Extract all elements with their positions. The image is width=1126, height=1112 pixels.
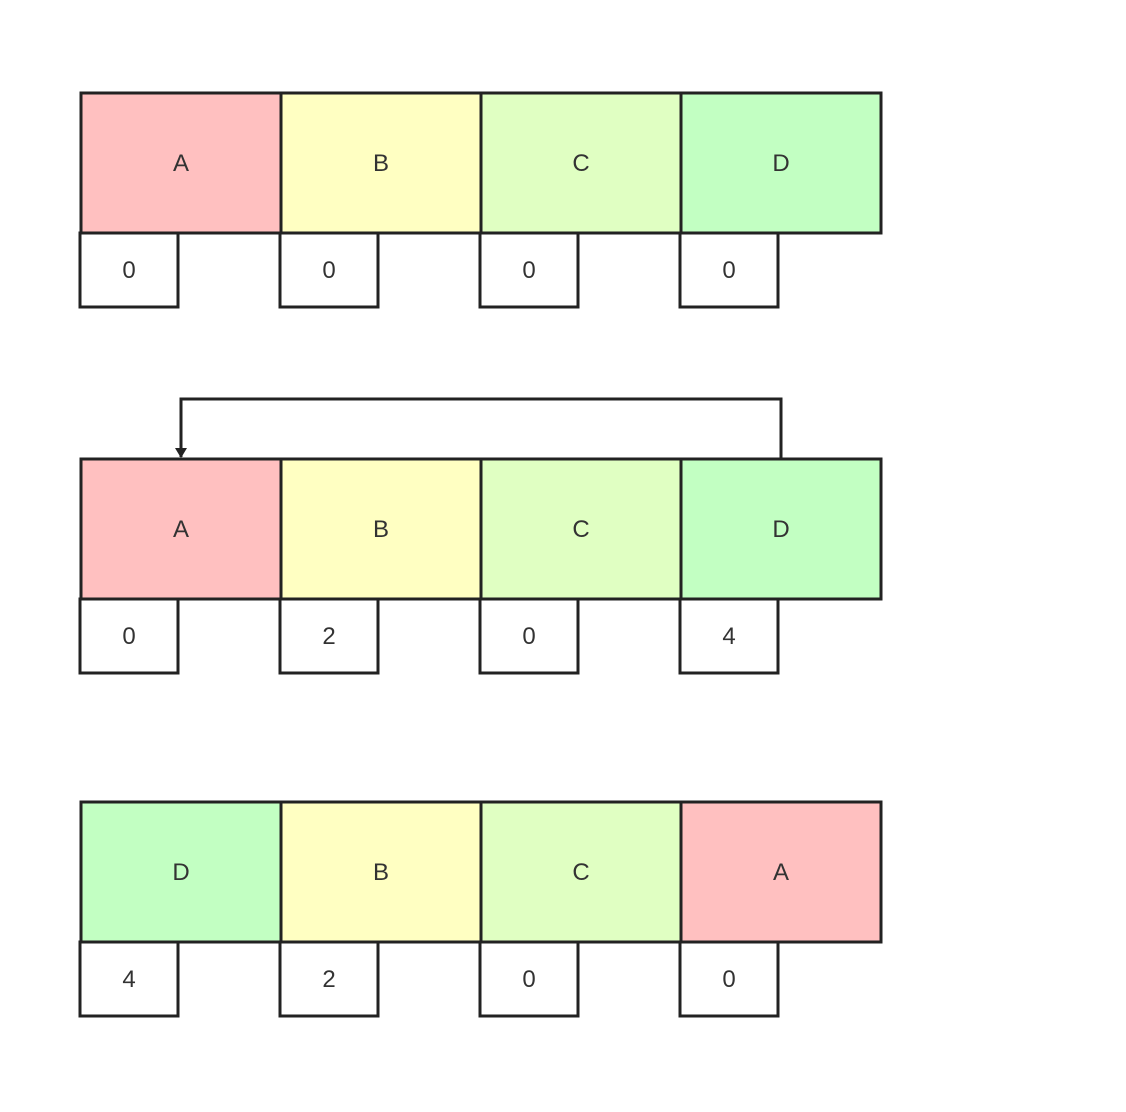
count-box (278, 597, 380, 675)
count-value: 0 (522, 623, 535, 650)
cell-label: A (173, 150, 189, 177)
cell-label: D (772, 516, 789, 543)
count-value: 2 (322, 623, 335, 650)
array-row-1: A B C D 0 0 0 0 (78, 91, 883, 309)
cell-label: B (373, 516, 389, 543)
count-box (678, 940, 780, 1018)
count-value: 0 (122, 257, 135, 284)
count-box (678, 231, 780, 309)
cell-label: A (173, 516, 189, 543)
count-box (678, 597, 780, 675)
count-value: 0 (722, 257, 735, 284)
array-cell-b (279, 91, 483, 235)
count-box (478, 597, 580, 675)
array-cell-a (679, 800, 883, 944)
count-value: 0 (722, 966, 735, 993)
array-cell-a (79, 91, 283, 235)
cell-label: B (373, 150, 389, 177)
cell-label: C (572, 516, 589, 543)
count-value: 0 (122, 623, 135, 650)
array-cell-d (79, 800, 283, 944)
count-value: 4 (722, 623, 735, 650)
count-value: 0 (522, 966, 535, 993)
cell-label: A (773, 859, 789, 886)
array-row-2: A B C D 0 2 0 4 (78, 397, 883, 675)
count-box (78, 597, 180, 675)
count-box (278, 231, 380, 309)
count-box (478, 940, 580, 1018)
count-box (478, 231, 580, 309)
array-cell-b (279, 457, 483, 601)
array-row-3: D B C A 4 2 0 0 (78, 800, 883, 1018)
count-box (278, 940, 380, 1018)
cell-label: C (572, 859, 589, 886)
count-box (78, 940, 180, 1018)
cell-label: D (772, 150, 789, 177)
count-box (78, 231, 180, 309)
cell-label: B (373, 859, 389, 886)
swap-arrow (175, 397, 783, 459)
cell-label: D (172, 859, 189, 886)
count-value: 0 (522, 257, 535, 284)
array-cell-d (679, 457, 883, 601)
array-cell-d (679, 91, 883, 235)
count-value: 0 (322, 257, 335, 284)
array-cell-c (479, 91, 683, 235)
array-cell-a (79, 457, 283, 601)
count-value: 4 (122, 966, 135, 993)
cell-label: C (572, 150, 589, 177)
array-cell-b (279, 800, 483, 944)
count-value: 2 (322, 966, 335, 993)
array-cell-c (479, 800, 683, 944)
